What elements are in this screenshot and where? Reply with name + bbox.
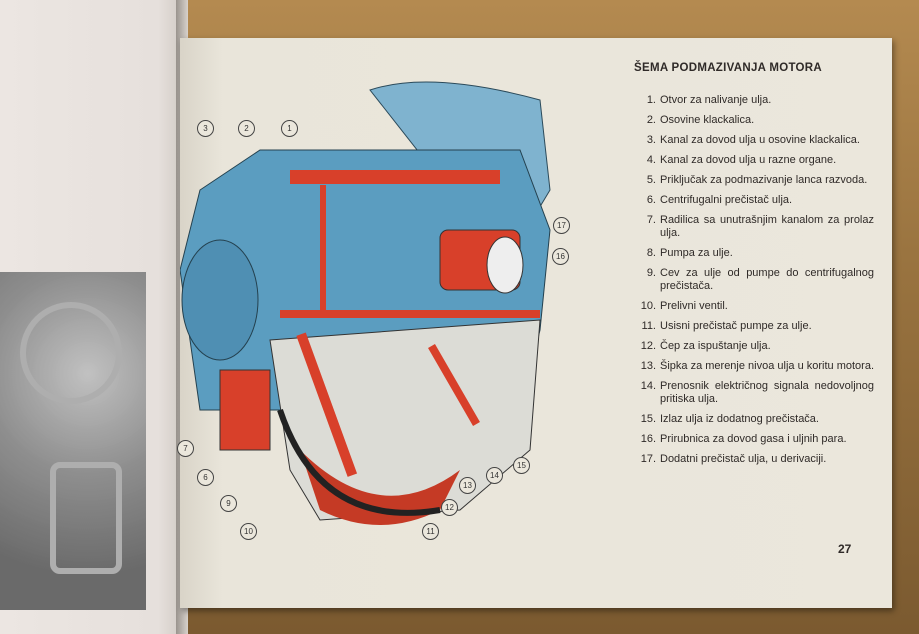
legend-item-number: 7. bbox=[646, 214, 656, 226]
callout-10: 10 bbox=[240, 523, 257, 540]
legend-item-text: Dodatni prečistač ulja, u derivaciji. bbox=[660, 453, 827, 465]
legend-item: 16. Prirubnica za dovod gasa i uljnih par… bbox=[634, 433, 874, 446]
legend-item-number: 4. bbox=[646, 154, 656, 166]
legend-item-number: 9. bbox=[646, 267, 656, 279]
legend-item: 2. Osovine klackalica. bbox=[634, 114, 874, 127]
left-page bbox=[0, 0, 186, 634]
legend-item-number: 17. bbox=[640, 453, 656, 465]
legend-item-number: 5. bbox=[646, 174, 656, 186]
legend-item-text: Kanal za dovod ulja u osovine klackalica… bbox=[660, 134, 860, 146]
legend: ŠEMA PODMAZIVANJA MOTORA 1. Otvor za nali… bbox=[634, 62, 874, 473]
legend-item-text: Osovine klackalica. bbox=[660, 114, 755, 126]
engine-photo bbox=[0, 272, 146, 610]
legend-item-number: 12. bbox=[640, 340, 656, 352]
legend-item: 3. Kanal za dovod ulja u osovine klackali… bbox=[634, 134, 874, 147]
legend-item: 9. Cev za ulje od pumpe do centrifugalnog… bbox=[634, 267, 874, 293]
callout-1: 1 bbox=[281, 120, 298, 137]
callout-11: 11 bbox=[422, 523, 439, 540]
callout-17: 17 bbox=[553, 217, 570, 234]
legend-item: 13. Šipka za merenje nivoa ulja u koritu … bbox=[634, 360, 874, 373]
callout-3: 3 bbox=[197, 120, 214, 137]
page-number: 27 bbox=[838, 542, 852, 556]
legend-item-number: 3. bbox=[646, 134, 656, 146]
legend-item-text: Otvor za nalivanje ulja. bbox=[660, 94, 772, 106]
callout-6: 6 bbox=[197, 469, 214, 486]
legend-item-number: 2. bbox=[646, 114, 656, 126]
legend-item-text: Pumpa za ulje. bbox=[660, 247, 733, 259]
engine-lubrication-diagram: 1 2 3 17 16 7 6 9 10 11 12 13 14 15 bbox=[177, 70, 600, 550]
legend-item: 7. Radilica sa unutrašnjim kanalom za pro… bbox=[634, 214, 874, 240]
callout-12: 12 bbox=[441, 499, 458, 516]
legend-item-number: 11. bbox=[641, 320, 656, 332]
legend-item: 4. Kanal za dovod ulja u razne organe. bbox=[634, 154, 874, 167]
callout-13: 13 bbox=[459, 477, 476, 494]
legend-item-number: 1. bbox=[646, 94, 656, 106]
legend-item-text: Priključak za podmazivanje lanca razvoda… bbox=[660, 174, 868, 186]
callout-14: 14 bbox=[486, 467, 503, 484]
legend-item: 14. Prenosnik električnog signala nedovol… bbox=[634, 380, 874, 406]
legend-item-text: Prenosnik električnog signala nedovoljno… bbox=[660, 380, 874, 405]
legend-item: 15. Izlaz ulja iz dodatnog prečistača. bbox=[634, 413, 874, 426]
legend-item-number: 16. bbox=[640, 433, 656, 445]
legend-item: 11. Usisni prečistač pumpe za ulje. bbox=[634, 320, 874, 333]
legend-item: 5. Priključak za podmazivanje lanca razvo… bbox=[634, 174, 874, 187]
legend-item-number: 13. bbox=[640, 360, 656, 372]
legend-item: 8. Pumpa za ulje. bbox=[634, 247, 874, 260]
legend-item-text: Centrifugalni prečistač ulja. bbox=[660, 194, 793, 206]
legend-item: 10. Prelivni ventil. bbox=[634, 300, 874, 313]
legend-item-text: Šipka za merenje nivoa ulja u koritu mot… bbox=[660, 360, 874, 372]
legend-item-text: Prirubnica za dovod gasa i uljnih para. bbox=[660, 433, 847, 445]
legend-item-number: 14. bbox=[640, 380, 656, 392]
callout-2: 2 bbox=[238, 120, 255, 137]
legend-item-number: 8. bbox=[646, 247, 656, 259]
legend-item-text: Izlaz ulja iz dodatnog prečistača. bbox=[660, 413, 819, 425]
legend-item-text: Usisni prečistač pumpe za ulje. bbox=[660, 320, 812, 332]
legend-item: 6. Centrifugalni prečistač ulja. bbox=[634, 194, 874, 207]
legend-item-number: 10. bbox=[640, 300, 656, 312]
legend-item: 12. Čep za ispuštanje ulja. bbox=[634, 340, 874, 353]
legend-item-text: Cev za ulje od pumpe do centrifugalnog p… bbox=[660, 267, 874, 292]
legend-item-number: 6. bbox=[646, 194, 656, 206]
callout-16: 16 bbox=[552, 248, 569, 265]
legend-item: 17. Dodatni prečistač ulja, u derivaciji. bbox=[634, 453, 874, 466]
legend-item: 1. Otvor za nalivanje ulja. bbox=[634, 94, 874, 107]
callout-7: 7 bbox=[177, 440, 194, 457]
legend-item-text: Radilica sa unutrašnjim kanalom za prola… bbox=[660, 214, 874, 239]
legend-item-text: Čep za ispuštanje ulja. bbox=[660, 340, 771, 352]
engine-illustration bbox=[179, 81, 551, 525]
legend-item-number: 15. bbox=[640, 413, 656, 425]
legend-item-text: Kanal za dovod ulja u razne organe. bbox=[660, 154, 837, 166]
callout-9: 9 bbox=[220, 495, 237, 512]
callout-15: 15 bbox=[513, 457, 530, 474]
legend-title: ŠEMA PODMAZIVANJA MOTORA bbox=[634, 62, 823, 74]
legend-item-text: Prelivni ventil. bbox=[660, 300, 728, 312]
